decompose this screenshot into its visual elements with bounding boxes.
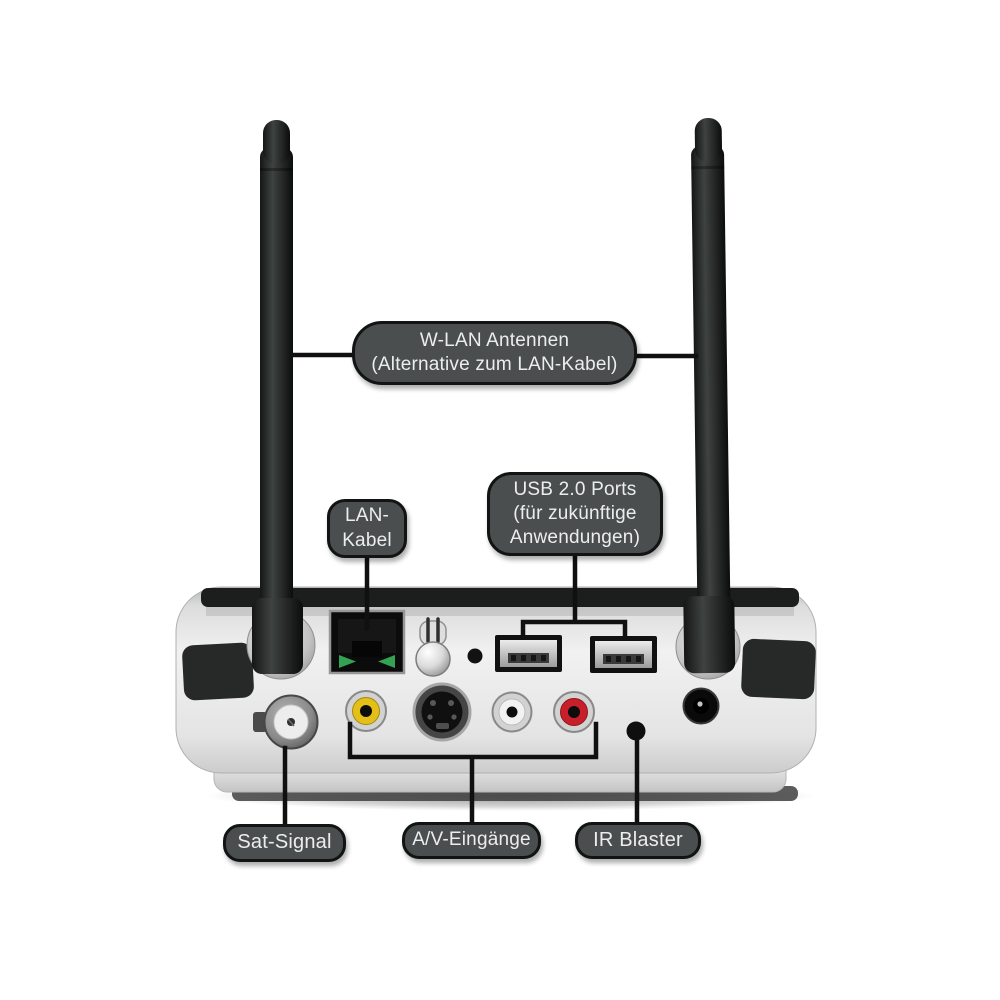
composite-video-jack-yellow bbox=[345, 690, 387, 732]
side-pad-left bbox=[182, 642, 254, 701]
lan-led-right bbox=[378, 655, 395, 668]
callout-usb-line1: USB 2.0 Ports bbox=[513, 478, 637, 500]
callout-wlan-antennas: W-LAN Antennen (Alternative zum LAN-Kabe… bbox=[352, 321, 637, 385]
usb-port-2 bbox=[590, 636, 657, 673]
callout-lan-line2: Kabel bbox=[342, 529, 392, 551]
lan-port bbox=[328, 609, 406, 675]
callout-av-inputs: A/V-Eingänge bbox=[402, 822, 541, 859]
callout-lan-line1: LAN- bbox=[344, 505, 390, 527]
callout-sat-signal: Sat-Signal bbox=[223, 824, 346, 862]
callout-usb-line3: Anwendungen) bbox=[509, 527, 641, 549]
sat-f-connector bbox=[253, 694, 319, 750]
ir-blaster-hole bbox=[626, 721, 646, 741]
callout-usb-line2: (für zukünftige bbox=[513, 502, 637, 524]
wlan-antenna-right bbox=[683, 117, 736, 674]
usb-port-1 bbox=[495, 635, 562, 672]
top-strip bbox=[201, 588, 799, 607]
side-pad-right bbox=[741, 638, 816, 700]
audio-jack-white bbox=[491, 691, 533, 733]
callout-ir-label: IR Blaster bbox=[593, 828, 683, 851]
callout-sat-label: Sat-Signal bbox=[237, 831, 332, 854]
callout-lan-cable: LAN- Kabel bbox=[327, 499, 407, 558]
callout-lines bbox=[282, 352, 699, 829]
wlan-antenna-left bbox=[252, 120, 303, 674]
callout-ir-blaster: IR Blaster bbox=[575, 822, 701, 859]
callout-wlan-line1: W-LAN Antennen bbox=[419, 329, 570, 351]
callout-usb-ports: USB 2.0 Ports (für zukünftige Anwendunge… bbox=[487, 472, 663, 556]
callout-line-av bbox=[347, 721, 599, 827]
audio-jack-red bbox=[553, 691, 595, 733]
lan-led-left bbox=[339, 655, 356, 668]
callout-av-label: A/V-Eingänge bbox=[412, 829, 531, 851]
callout-line-usb bbox=[520, 551, 628, 640]
pairing-button bbox=[415, 617, 451, 677]
reset-hole bbox=[467, 648, 483, 664]
s-video-port bbox=[412, 682, 472, 742]
callout-wlan-line2: (Alternative zum LAN-Kabel) bbox=[371, 354, 618, 375]
power-jack bbox=[682, 687, 720, 725]
